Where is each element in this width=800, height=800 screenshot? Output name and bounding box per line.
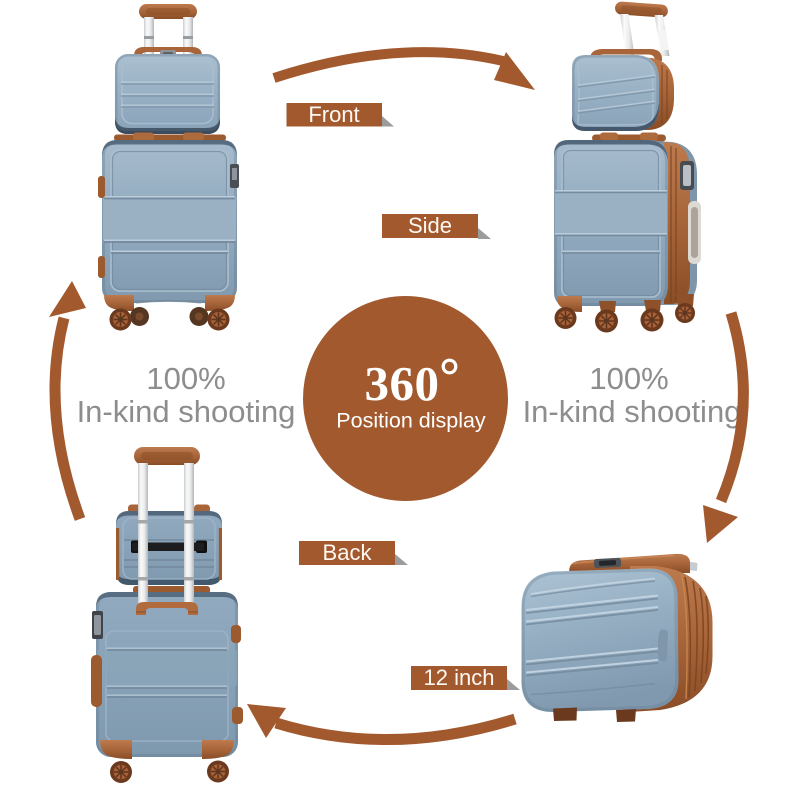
svg-text:In-kind shooting: In-kind shooting — [77, 394, 296, 429]
svg-text:Position display: Position display — [336, 409, 486, 433]
svg-text:100%: 100% — [146, 361, 225, 396]
svg-text:100%: 100% — [589, 361, 668, 396]
svg-text:12 inch: 12 inch — [424, 665, 495, 690]
svg-text:In-kind shooting: In-kind shooting — [523, 394, 742, 429]
svg-text:360: 360 — [365, 356, 440, 411]
svg-text:Side: Side — [408, 213, 452, 238]
svg-text:Front: Front — [308, 102, 359, 127]
svg-text:Back: Back — [323, 540, 373, 565]
